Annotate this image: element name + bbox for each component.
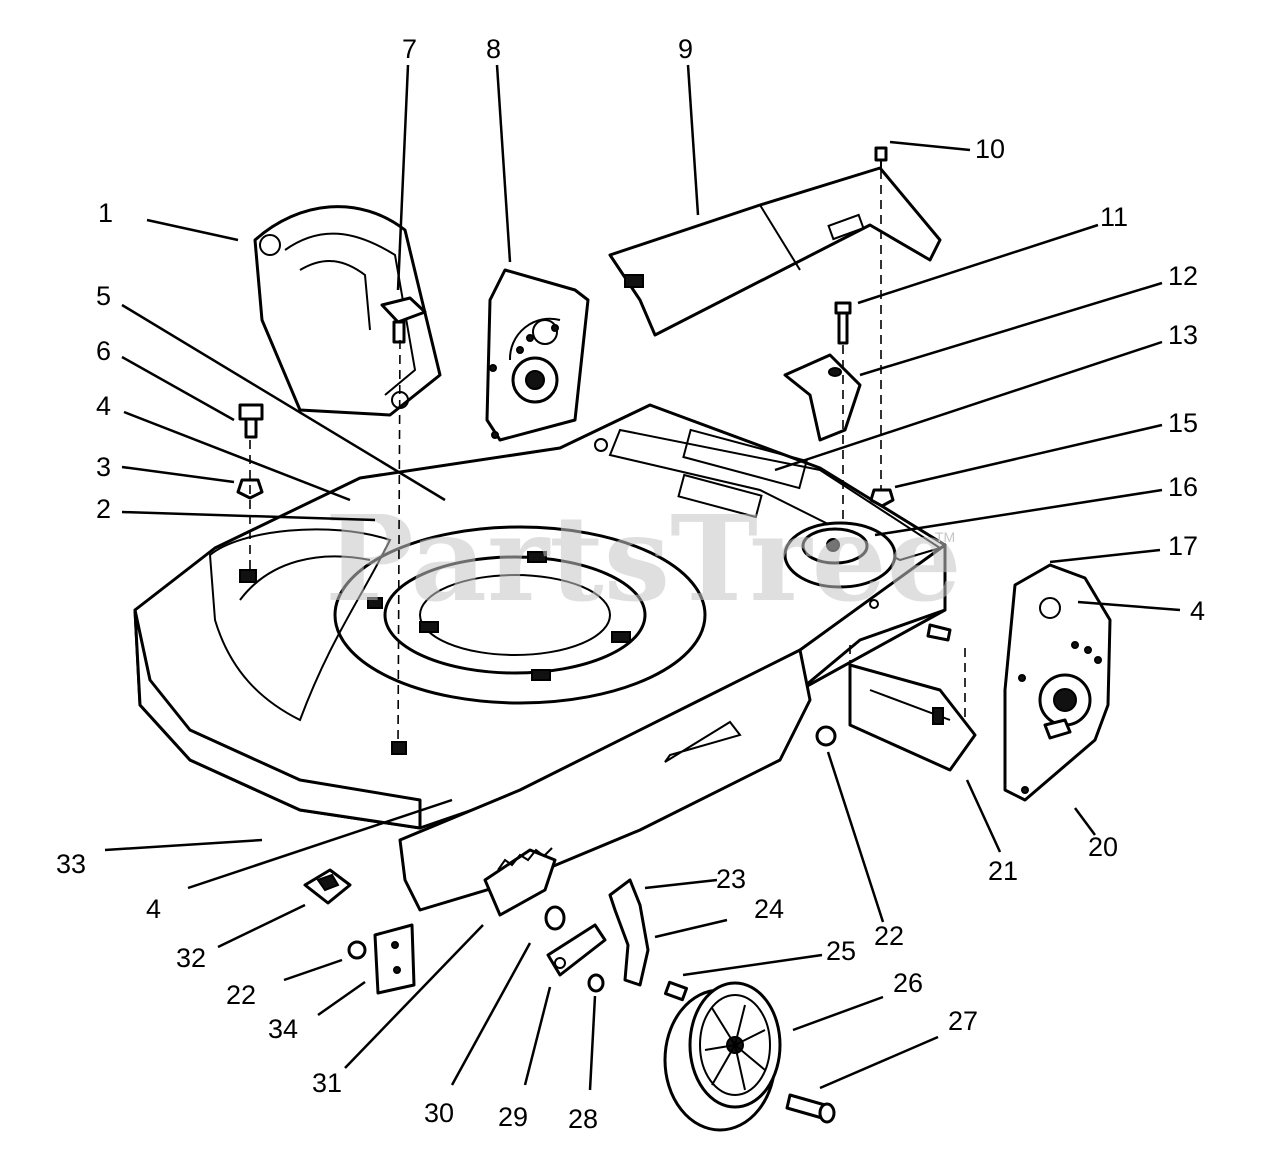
callout-9: 9: [678, 34, 693, 64]
callout-7: 7: [402, 34, 417, 64]
callout-22: 22: [874, 921, 904, 951]
callout-33: 33: [56, 849, 86, 879]
callout-labels: 1 7 8 9 10 11 12 13 5 6 4 3 2 15 16 17 4…: [56, 34, 1205, 1134]
callout-11: 11: [1100, 202, 1128, 232]
callout-2: 2: [96, 494, 111, 524]
bolt-20: [1043, 718, 1072, 740]
rear-cover: [608, 166, 942, 337]
callout-26: 26: [893, 968, 923, 998]
callout-32: 32: [176, 943, 206, 973]
callout-25: 25: [826, 936, 856, 966]
callout-24: 24: [754, 894, 784, 924]
callout-4: 4: [96, 391, 111, 421]
watermark-text: PartsTree: [325, 489, 962, 628]
nut-15: [869, 488, 895, 508]
axle-bolt: [785, 1093, 836, 1124]
adjuster-lever: [608, 878, 650, 987]
knob: [380, 296, 427, 344]
height-adjuster-plate: [483, 847, 557, 917]
washer-30: [544, 905, 566, 931]
callout-31: 31: [312, 1068, 342, 1098]
callout-34: 34: [268, 1014, 298, 1044]
callout-3: 3: [96, 452, 111, 482]
adjuster-arm: [546, 923, 607, 977]
clip-32: [303, 868, 352, 905]
callout-30: 30: [424, 1098, 454, 1128]
nut-22-front: [347, 940, 367, 960]
callout-12: 12: [1168, 261, 1198, 291]
mower-deck: [133, 403, 952, 912]
watermark-trademark: TM: [935, 529, 955, 545]
callout-8: 8: [486, 34, 501, 64]
right-pivot-bracket: [1003, 563, 1112, 802]
wheel: [663, 981, 782, 1132]
callout-10: 10: [975, 134, 1005, 164]
rear-baffle: [848, 663, 977, 772]
callout-4: 4: [1190, 596, 1205, 626]
callout-5: 5: [96, 281, 111, 311]
leader-lines: [104, 64, 1181, 1091]
callout-16: 16: [1168, 472, 1198, 502]
nut-28: [587, 973, 605, 993]
callout-28: 28: [568, 1104, 598, 1134]
nut-22-deck: [815, 725, 837, 747]
plate-34: [373, 923, 416, 995]
callout-22: 22: [226, 980, 256, 1010]
bracket-12: [783, 353, 862, 442]
callout-15: 15: [1168, 408, 1198, 438]
callout-20: 20: [1088, 832, 1118, 862]
callout-21: 21: [988, 856, 1018, 886]
callout-17: 17: [1168, 531, 1198, 561]
callout-13: 13: [1168, 320, 1198, 350]
left-pivot-bracket: [485, 268, 590, 442]
callout-6: 6: [96, 336, 111, 366]
callout-23: 23: [716, 864, 746, 894]
discharge-chute-cover: [253, 205, 442, 417]
callout-1: 1: [98, 198, 113, 228]
callout-27: 27: [948, 1006, 978, 1036]
bolt-6: [238, 403, 264, 439]
callout-4: 4: [146, 894, 161, 924]
callout-29: 29: [498, 1102, 528, 1132]
bolt-25: [663, 980, 689, 1002]
bolt-11: [834, 301, 852, 345]
screw-10: [874, 146, 888, 168]
